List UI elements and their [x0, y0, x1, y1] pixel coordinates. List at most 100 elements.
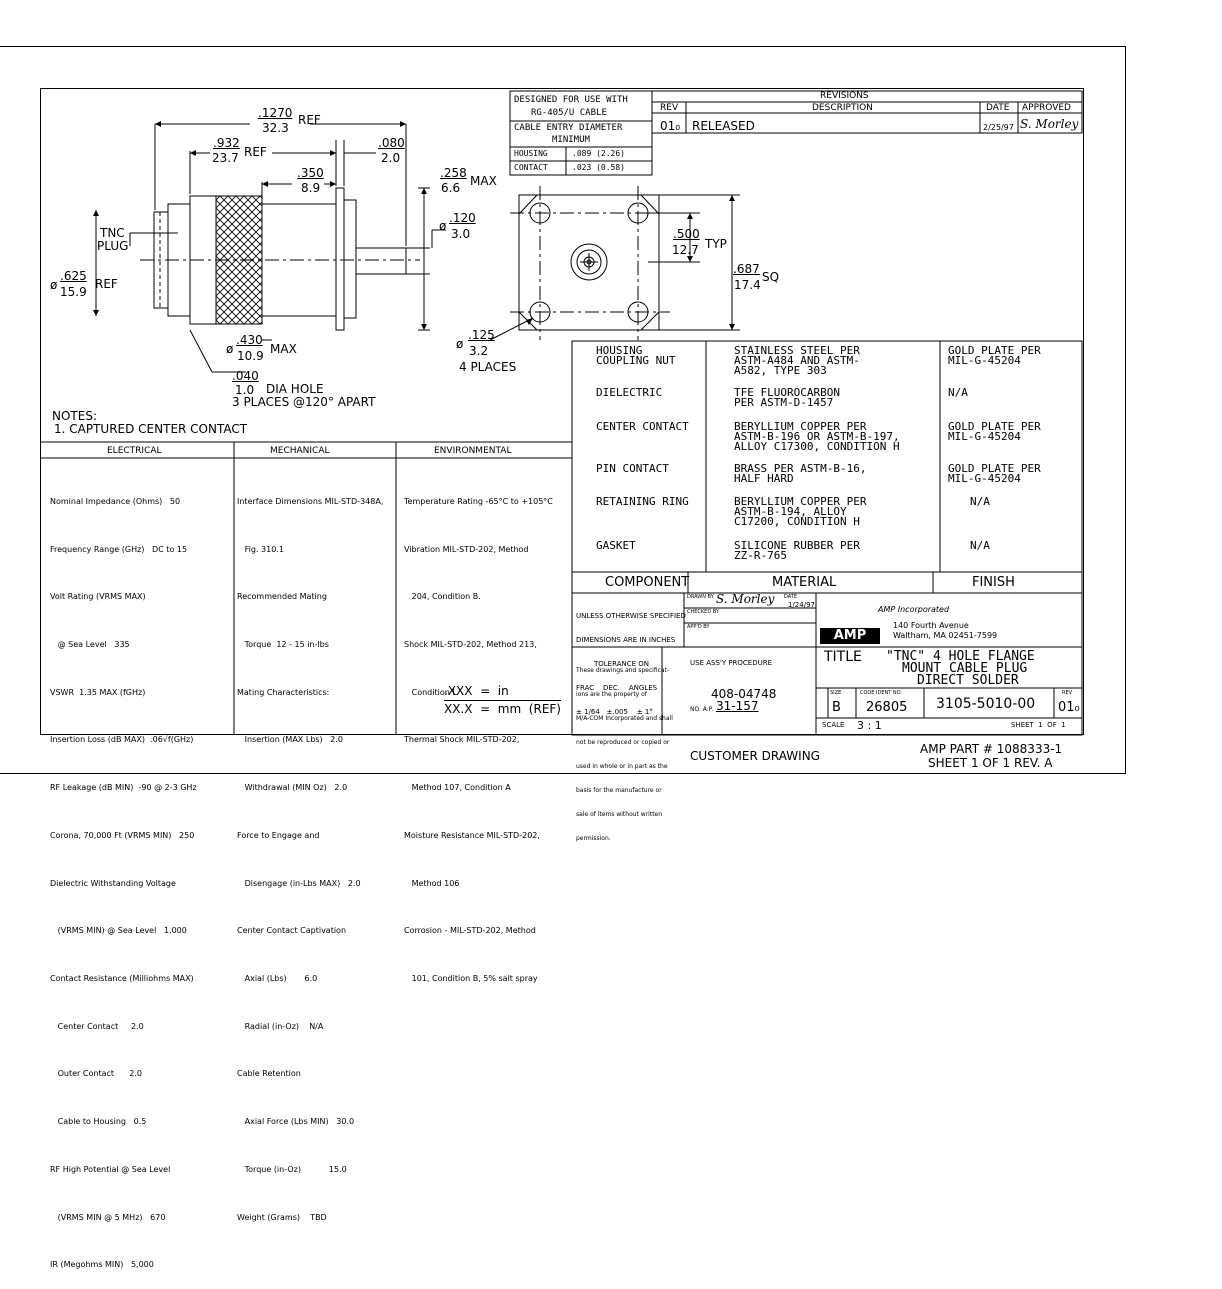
no-ap-label: NO. A.P.	[690, 706, 714, 713]
dim-174: 17.4	[734, 278, 761, 292]
dim-125: .125	[468, 328, 495, 342]
design-contact: CONTACT	[514, 163, 548, 172]
spec-line: Frequency Range (GHz) DC to 15	[50, 544, 188, 554]
dim-typ-label: TYP	[705, 237, 727, 251]
finish-header: FINISH	[972, 575, 1015, 590]
design-housing-val: .089 (2.26)	[572, 149, 625, 158]
notice-line: used in whole or in part as the	[576, 763, 668, 770]
dim-258: .258	[440, 166, 467, 180]
dim-ref-label: REF	[298, 113, 321, 127]
appd-by-label: APP'D BY	[687, 624, 710, 630]
title-line-1: "TNC" 4 HOLE FLANGE	[886, 649, 1035, 664]
design-line-2: RG-405/U CABLE	[531, 108, 607, 118]
material-row: DIELECTRIC TFE FLUOROCARBON PER ASTM-D-1…	[572, 386, 1082, 422]
design-housing: HOUSING	[514, 149, 548, 158]
phi-125: ø	[456, 337, 464, 351]
dim-430: .430	[236, 333, 263, 347]
spec-line: Mating Characteristics:	[237, 687, 330, 697]
spec-line: Condition I.	[404, 687, 458, 697]
company-address-2: Waltham, MA 02451-7599	[893, 631, 998, 640]
drawn-date: 1/24/97	[788, 601, 815, 609]
spec-line: Force to Engage and	[237, 830, 320, 840]
notice-line: sale of items without written	[576, 811, 663, 818]
approved-header: APPROVED	[1022, 103, 1071, 113]
title-line-3: DIRECT SOLDER	[917, 673, 1019, 688]
spec-line: Nominal Impedance (Ohms) 50	[50, 496, 181, 506]
notes-title: NOTES:	[52, 409, 97, 423]
spec-line: Torque (in-Oz) 15.0	[237, 1164, 347, 1174]
procedure-number: 408-04748	[711, 687, 777, 701]
company-address-1: 140 Fourth Avenue	[893, 621, 969, 630]
material-cell: STAINLESS STEEL PER ASTM-A484 AND ASTM- …	[734, 344, 860, 377]
material-row: HOUSING COUPLING NUT STAINLESS STEEL PER…	[572, 344, 1082, 388]
dim-30: 3.0	[451, 227, 471, 241]
page-top-rule	[0, 46, 1126, 47]
material-cell: BRASS PER ASTM-B-16, HALF HARD	[734, 462, 867, 485]
dim-625: .625	[60, 269, 87, 283]
material-header: MATERIAL	[772, 575, 837, 590]
finish-cell: N/A	[948, 386, 968, 399]
notice-line: ions are the property of	[576, 691, 647, 698]
finish-cell: N/A	[970, 539, 990, 552]
spec-line: Cable to Housing 0.5	[50, 1117, 147, 1127]
proprietary-notice: These drawings and specificat- ions are …	[576, 651, 673, 851]
material-row: PIN CONTACT BRASS PER ASTM-B-16, HALF HA…	[572, 462, 1082, 497]
pin	[356, 248, 406, 274]
notice-line: not be reproduced or copied or	[576, 739, 670, 746]
dim-max-label: MAX	[470, 174, 497, 188]
spec-line: Insertion Loss (dB MAX) .06√f(GHz)	[50, 735, 194, 745]
dim-max-label-2: MAX	[270, 342, 297, 356]
four-places-label: 4 PLACES	[459, 360, 517, 374]
amp-logo-text: AMP	[833, 628, 867, 643]
environmental-header: ENVIRONMENTAL	[434, 446, 512, 456]
mechanical-header: MECHANICAL	[270, 446, 330, 456]
component-cell: HOUSING COUPLING NUT	[596, 344, 676, 367]
phi-625: ø	[50, 278, 58, 292]
dim-500: .500	[673, 227, 700, 241]
material-cell: SILICONE RUBBER PER ZZ-R-765	[734, 539, 860, 562]
spec-line: 204, Condition B.	[404, 592, 481, 602]
spec-line: Axial Force (Lbs MIN) 30.0	[237, 1117, 355, 1127]
notice-line: These drawings and specificat-	[576, 667, 670, 674]
finish-cell: GOLD PLATE PER MIL-G-45204	[948, 462, 1041, 485]
rev-date: 2/25/97	[983, 123, 1014, 132]
customer-drawing-label: CUSTOMER DRAWING	[690, 749, 820, 763]
size-label: SIZE	[830, 690, 842, 696]
spec-line: Moisture Resistance MIL-STD-202,	[404, 830, 540, 840]
dim-ref-label-2: REF	[244, 145, 267, 159]
dim-237: 23.7	[212, 151, 239, 165]
dim-350: .350	[297, 166, 324, 180]
tolerance-line: UNLESS OTHERWISE SPECIFIED	[576, 612, 686, 620]
spec-line: IR (Megohms MIN) 5,000	[50, 1260, 154, 1270]
dim-sq-label: SQ	[762, 270, 780, 284]
spec-line: Contact Resistance (Milliohms MAX)	[50, 974, 194, 983]
center-contact-front	[571, 244, 607, 280]
spec-line: Axial (Lbs) 6.0	[237, 974, 318, 983]
dim-159: 15.9	[60, 285, 87, 299]
spec-line: Method 107, Condition A	[404, 783, 511, 793]
size-value: B	[832, 700, 841, 715]
flange	[336, 188, 344, 330]
finish-cell: GOLD PLATE PER MIL-G-45204	[948, 344, 1041, 367]
spec-line: Outer Contact 2.0	[50, 1069, 142, 1079]
dim-080: .080	[378, 136, 405, 150]
spec-line: Recommended Mating	[237, 592, 327, 602]
desc-header: DESCRIPTION	[812, 103, 873, 113]
drawn-date-label: DATE	[784, 594, 798, 600]
component-cell: GASKET	[596, 539, 636, 552]
component-cell: PIN CONTACT	[596, 462, 669, 475]
dim-687: .687	[733, 262, 760, 276]
spec-line: Shock MIL-STD-202, Method 213,	[404, 639, 537, 649]
spec-line: RF High Potential @ Sea Level	[50, 1164, 171, 1174]
units-line-2: XX.X = mm (REF)	[444, 700, 561, 716]
design-line-3: CABLE ENTRY DIAMETER	[514, 123, 623, 133]
dim-89: 8.9	[301, 181, 321, 195]
code-ident-value: 26805	[866, 700, 908, 715]
note-1: 1. CAPTURED CENTER CONTACT	[54, 422, 248, 436]
code-ident-label: CODE IDENT NO.	[860, 690, 902, 696]
spec-line: Interface Dimensions MIL-STD-348A,	[237, 496, 384, 506]
amp-logo: AMP	[820, 628, 880, 644]
notice-line: basis for the manufacture or	[576, 787, 662, 794]
design-contact-val: .023 (0.58)	[572, 163, 625, 172]
finish-cell: N/A	[970, 495, 990, 508]
